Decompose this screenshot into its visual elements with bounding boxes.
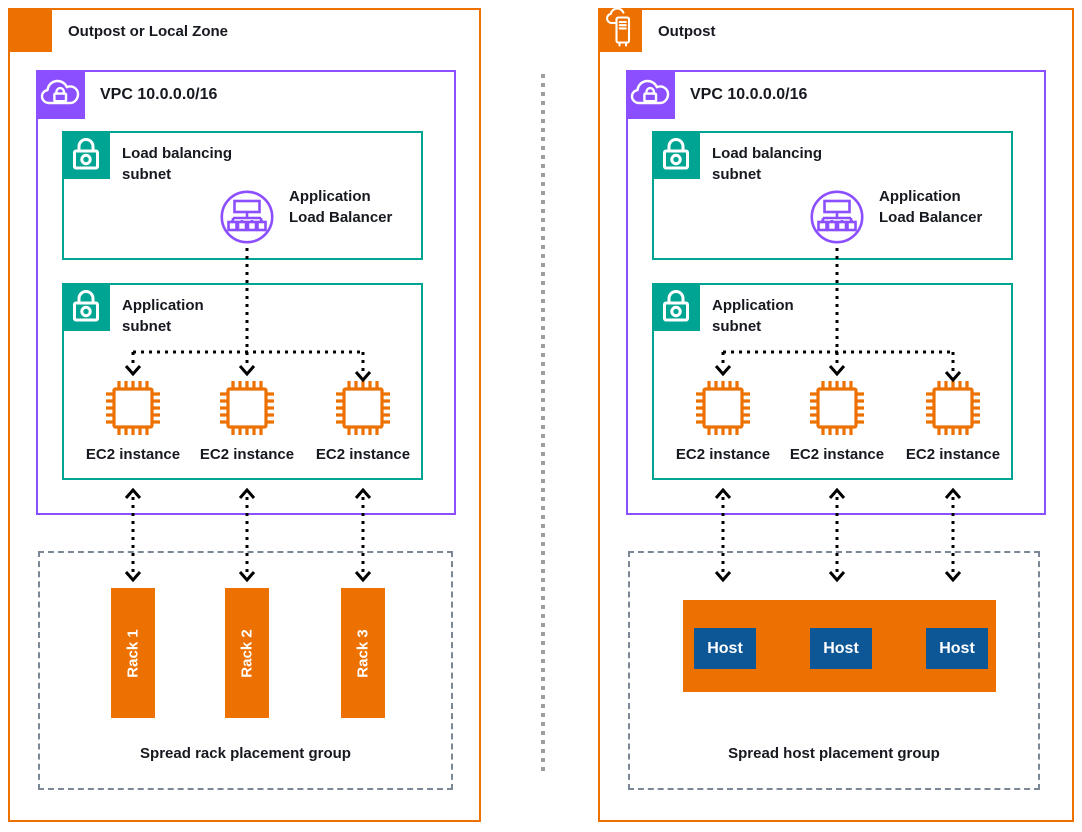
rack-1-label: Rack 1	[124, 628, 142, 678]
right-alb-label: Application Load Balancer	[879, 188, 983, 226]
left-placement-label: Spread rack placement group	[140, 745, 351, 762]
vpc-icon	[626, 70, 675, 119]
rack-3-label: Rack 3	[354, 628, 372, 678]
ec2-instance-icon	[805, 376, 869, 440]
right-placement-label: Spread host placement group	[728, 745, 940, 762]
host-3: Host	[926, 628, 988, 669]
right-vpc-label: VPC 10.0.0.0/16	[690, 86, 808, 103]
ec2-instance-label: EC2 instance	[199, 446, 295, 463]
host-2: Host	[810, 628, 872, 669]
lock-icon	[652, 131, 700, 179]
right-app-subnet-label: Application subnet	[712, 297, 794, 335]
left-app-subnet-label: Application subnet	[122, 297, 204, 335]
rack-2: Rack 2	[225, 588, 269, 718]
rack-2-label: Rack 2	[238, 628, 256, 678]
ec2-instance-label: EC2 instance	[789, 446, 885, 463]
left-lb-subnet-label: Load balancing subnet	[122, 145, 233, 183]
left-alb-label: Application Load Balancer	[289, 188, 393, 226]
application-load-balancer-icon	[220, 190, 274, 244]
right-panel-title: Outpost	[658, 23, 716, 40]
right-lb-subnet-label: Load balancing subnet	[712, 145, 823, 183]
rack-1: Rack 1	[111, 588, 155, 718]
application-load-balancer-icon	[810, 190, 864, 244]
lock-icon	[652, 283, 700, 331]
vpc-icon	[36, 70, 85, 119]
host-1: Host	[694, 628, 756, 669]
ec2-instance-label: EC2 instance	[315, 446, 411, 463]
rack-3: Rack 3	[341, 588, 385, 718]
left-panel-title: Outpost or Local Zone	[68, 23, 228, 40]
ec2-instance-label: EC2 instance	[85, 446, 181, 463]
local-zone-icon	[8, 8, 52, 52]
ec2-instance-icon	[331, 376, 395, 440]
ec2-instance-icon	[691, 376, 755, 440]
lock-icon	[62, 283, 110, 331]
ec2-instance-label: EC2 instance	[905, 446, 1001, 463]
ec2-instance-icon	[921, 376, 985, 440]
outpost-icon	[598, 8, 642, 52]
ec2-instance-label: EC2 instance	[675, 446, 771, 463]
ec2-instance-icon	[101, 376, 165, 440]
lock-icon	[62, 131, 110, 179]
ec2-instance-icon	[215, 376, 279, 440]
left-vpc-label: VPC 10.0.0.0/16	[100, 86, 218, 103]
